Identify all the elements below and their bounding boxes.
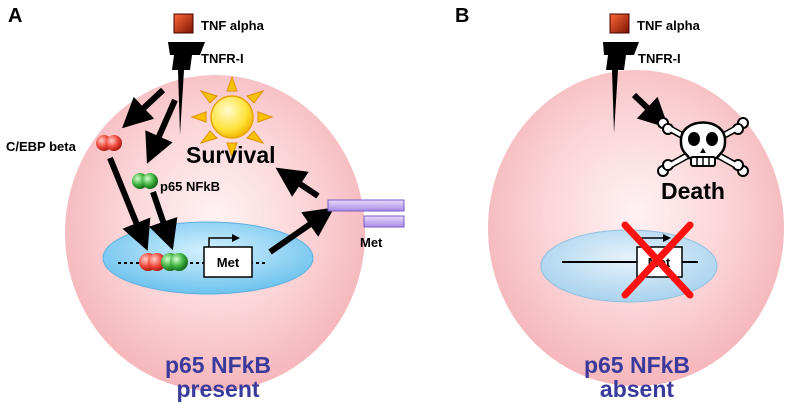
tnf-alpha-ligand	[609, 13, 630, 34]
cebp-beta-label: C/EBP beta	[6, 139, 77, 154]
death-label: Death	[661, 178, 725, 204]
footer-line-1: p65 NFkB	[584, 352, 690, 378]
footer-line-2: absent	[600, 376, 674, 402]
tnfr-i-label: TNFR-I	[638, 51, 681, 66]
gene-arrow-icon	[208, 234, 240, 247]
skull-crossbones-icon	[657, 117, 749, 177]
met-gene-label: Met	[217, 255, 240, 270]
footer-line-1: p65 NFkB	[165, 352, 271, 378]
panel-letter: A	[8, 5, 22, 27]
p65-nfkb-label: p65 NFkB	[160, 179, 220, 194]
footer-line-2: present	[176, 376, 259, 402]
tnfr-i-label: TNFR-I	[201, 51, 244, 66]
met-gene-box	[203, 246, 253, 278]
tnf-alpha-label: TNF alpha	[637, 18, 701, 33]
met-receptor	[327, 199, 405, 228]
panel-b: B TNF alpha TNFR-I	[455, 5, 784, 402]
death-signal-arrow	[631, 92, 669, 129]
signal-arrows	[107, 87, 335, 255]
cross-mark-icon	[621, 221, 694, 299]
met-protein-label: Met	[360, 235, 383, 250]
tnfr-i-receptor	[168, 42, 205, 135]
p65-nfkb-dimer	[132, 173, 158, 189]
panel-letter: B	[455, 5, 469, 27]
tnf-alpha-label: TNF alpha	[201, 18, 265, 33]
bound-factors	[139, 253, 188, 271]
tnfr-i-receptor	[603, 42, 639, 133]
tnf-alpha-ligand	[173, 13, 194, 34]
panel-a: A TNF alpha TNFR-I	[6, 5, 405, 402]
sun-icon	[190, 75, 274, 159]
cell	[488, 70, 784, 386]
survival-label: Survival	[186, 142, 276, 168]
cebp-beta-dimer	[96, 135, 122, 151]
